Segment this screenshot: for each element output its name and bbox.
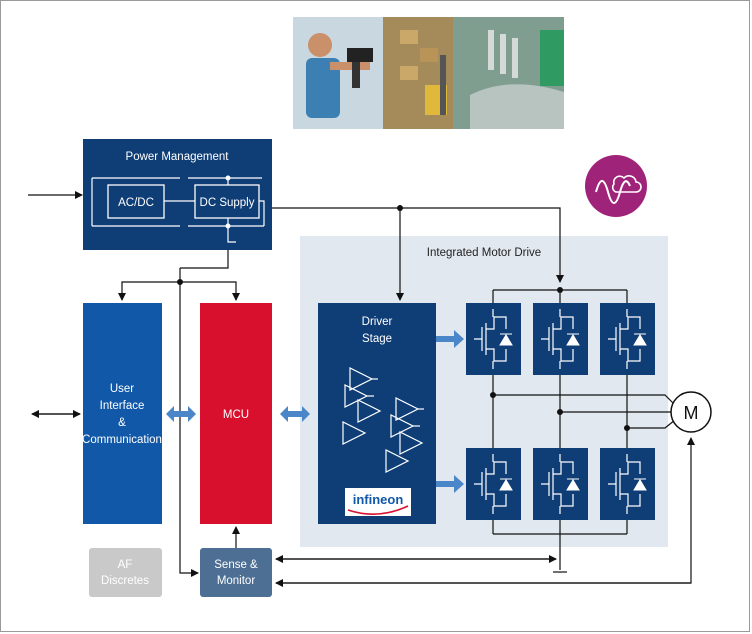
ui-line-2: Interface	[100, 400, 145, 412]
ui-line-3: &	[118, 417, 126, 429]
mcu-block: MCU	[200, 303, 272, 524]
mosfet-switch-icon	[466, 448, 521, 520]
ui-communication-block: User Interface & Communication	[82, 303, 162, 524]
af-line-2: Discretes	[101, 575, 149, 587]
driver-stage-block: Driver Stage infineon	[318, 303, 436, 524]
sense-line-1: Sense &	[214, 559, 258, 571]
infineon-logo: infineon	[345, 488, 411, 516]
dc-supply-label: DC Supply	[200, 197, 255, 209]
data-bus-arrows	[166, 330, 464, 493]
cloud-wave-icon	[585, 155, 647, 217]
af-line-1: AF	[118, 559, 133, 571]
ui-line-4: Communication	[82, 434, 162, 446]
motor-label: M	[684, 403, 699, 423]
mosfet-switch-icon	[600, 448, 655, 520]
mcu-label: MCU	[223, 409, 249, 421]
ui-line-1: User	[110, 383, 134, 395]
mosfet-switch-icon	[600, 303, 655, 375]
brand-logo-text: infineon	[353, 492, 404, 507]
sense-monitor-block: Sense & Monitor	[200, 548, 272, 597]
mosfet-switch-icon	[533, 448, 588, 520]
industrial-photo	[293, 17, 564, 129]
driver-line-2: Stage	[362, 333, 392, 345]
af-discretes-block: AF Discretes	[89, 548, 162, 597]
acdc-label: AC/DC	[118, 197, 154, 209]
power-management-block: Power Management AC/DC DC Supply	[83, 139, 272, 250]
signal-wires	[28, 191, 695, 587]
mosfet-switch-icon	[533, 303, 588, 375]
amplifier-icon	[342, 367, 424, 473]
motor-icon: M	[670, 391, 712, 433]
driver-line-1: Driver	[362, 316, 393, 328]
inverter-bridge	[466, 287, 676, 535]
power-management-title: Power Management	[126, 151, 230, 163]
integrated-motor-drive-title: Integrated Motor Drive	[427, 247, 541, 259]
mosfet-switch-icon	[466, 303, 521, 375]
sense-line-2: Monitor	[217, 575, 256, 587]
